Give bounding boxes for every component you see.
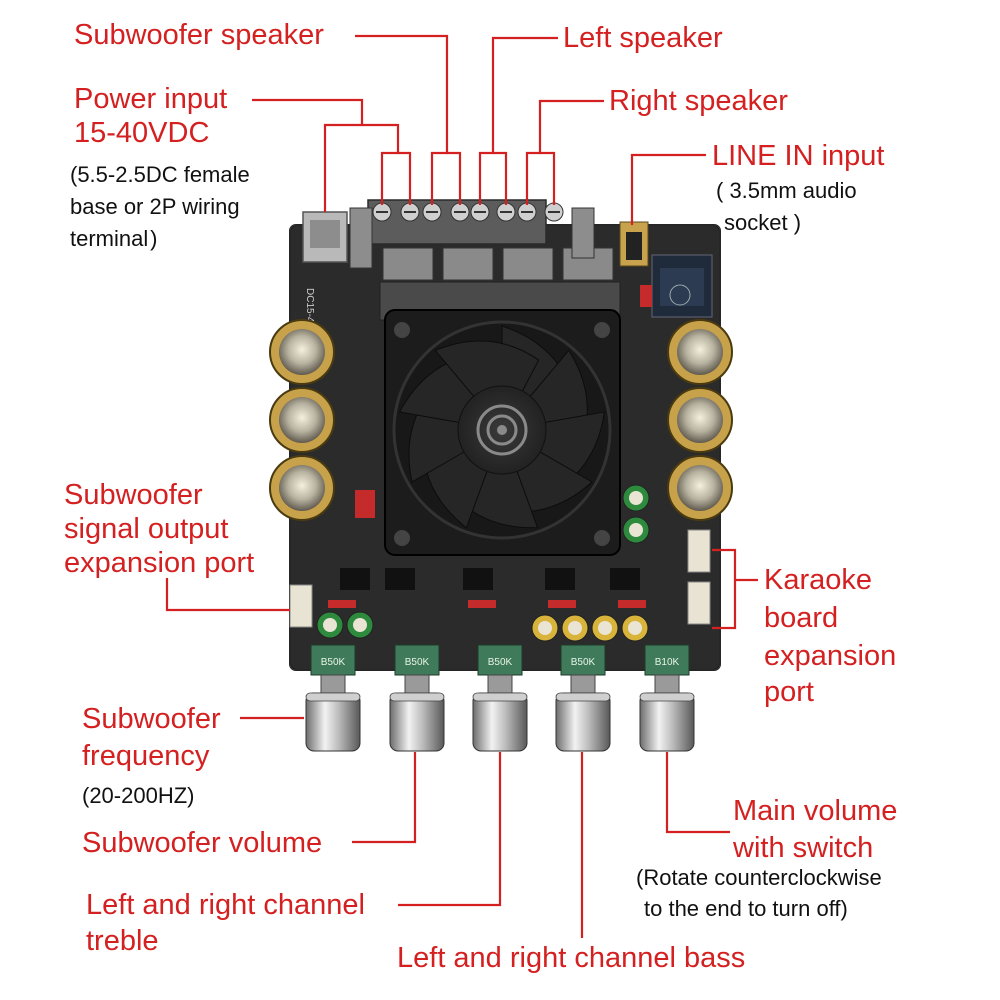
pot-value-label: B50K	[321, 657, 346, 668]
pot-value-label: B50K	[488, 657, 513, 668]
control-knob[interactable]	[555, 692, 611, 752]
terminal-screw	[544, 202, 564, 222]
terminal-screw	[517, 202, 537, 222]
potentiometer: B50K	[389, 644, 445, 752]
electrolytic-capacitor	[269, 455, 335, 521]
label-main-volume-2: with switch	[733, 832, 874, 864]
label-sub-freq-2: frequency	[82, 740, 210, 772]
small-capacitor	[316, 611, 344, 639]
label-bass: Left and right channel bass	[397, 942, 746, 974]
small-capacitors	[316, 484, 650, 642]
jst-connectors	[289, 529, 711, 628]
cooling-fan	[384, 309, 621, 556]
small-capacitor	[622, 516, 650, 544]
pot-value-label: B10K	[655, 657, 680, 668]
label-sub-volume: Subwoofer volume	[82, 827, 323, 859]
small-capacitor	[531, 614, 559, 642]
electrolytic-capacitor	[667, 387, 733, 453]
terminal-screw	[470, 202, 490, 222]
label-main-volume-1: Main volume	[733, 795, 898, 827]
potentiometers: B50K B50K B50K B50K B10K	[305, 644, 695, 752]
capacitors	[269, 319, 733, 521]
potentiometer: B10K	[639, 644, 695, 752]
small-capacitor	[346, 611, 374, 639]
line-in-note-line-1: ( 3.5mm audio	[716, 178, 857, 203]
label-sub-freq-range: (20-200HZ)	[82, 783, 195, 808]
label-karaoke-1: Karaoke	[764, 564, 873, 596]
small-capacitor	[561, 614, 589, 642]
label-treble-1: Left and right channel	[86, 889, 365, 921]
electrolytic-capacitor	[269, 387, 335, 453]
control-knob[interactable]	[639, 692, 695, 752]
terminal-screw	[422, 202, 442, 222]
label-power-voltage: 15-40VDC	[74, 117, 210, 149]
label-sub-freq-1: Subwoofer	[82, 703, 221, 735]
terminal-screw	[450, 202, 470, 222]
electrolytic-capacitor	[667, 455, 733, 521]
power-note-line-2: base or 2P wiring	[70, 194, 240, 219]
small-capacitor	[591, 614, 619, 642]
label-power-input: Power input	[74, 83, 228, 115]
main-volume-note-1: (Rotate counterclockwise	[636, 865, 882, 890]
bluetooth-module	[651, 254, 713, 318]
line-in-socket	[619, 221, 649, 267]
label-left-speaker: Left speaker	[563, 22, 723, 54]
label-karaoke-2: board	[764, 602, 839, 634]
power-note-line-1: (5.5-2.5DC female	[70, 162, 250, 187]
label-right-speaker: Right speaker	[609, 85, 788, 117]
chips	[328, 285, 652, 608]
silkscreen-dc: DC15-40V	[304, 288, 315, 335]
pot-value-label: B50K	[405, 657, 430, 668]
power-note-line-3: terminal )	[70, 226, 158, 251]
terminal-screw	[372, 202, 392, 222]
electrolytic-capacitor	[269, 319, 335, 385]
line-in-note-line-2: socket )	[724, 210, 802, 235]
potentiometer: B50K	[472, 644, 528, 752]
potentiometer: B50K	[555, 644, 611, 752]
control-knob[interactable]	[305, 692, 361, 752]
label-sub-signal-out-2: signal output	[64, 513, 229, 545]
label-karaoke-3: expansion	[764, 640, 897, 672]
potentiometer: B50K	[305, 644, 361, 752]
label-treble-2: treble	[86, 925, 159, 957]
label-subwoofer-speaker: Subwoofer speaker	[74, 19, 324, 51]
label-sub-signal-out-1: Subwoofer	[64, 479, 203, 511]
control-knob[interactable]	[389, 692, 445, 752]
label-sub-signal-out-3: expansion port	[64, 547, 255, 579]
main-volume-note-2: to the end to turn off)	[644, 896, 848, 921]
small-capacitor	[622, 484, 650, 512]
label-line-in: LINE IN input	[712, 140, 885, 172]
pot-value-label: B50K	[571, 657, 596, 668]
small-capacitor	[621, 614, 649, 642]
terminal-screw	[400, 202, 420, 222]
dc-power-jack: DC15-40V	[302, 211, 348, 335]
label-karaoke-4: port	[764, 676, 814, 708]
leader-lines	[165, 34, 758, 938]
control-knob[interactable]	[472, 692, 528, 752]
terminal-screw	[496, 202, 516, 222]
electrolytic-capacitor	[667, 319, 733, 385]
speaker-terminal-block	[367, 199, 564, 245]
